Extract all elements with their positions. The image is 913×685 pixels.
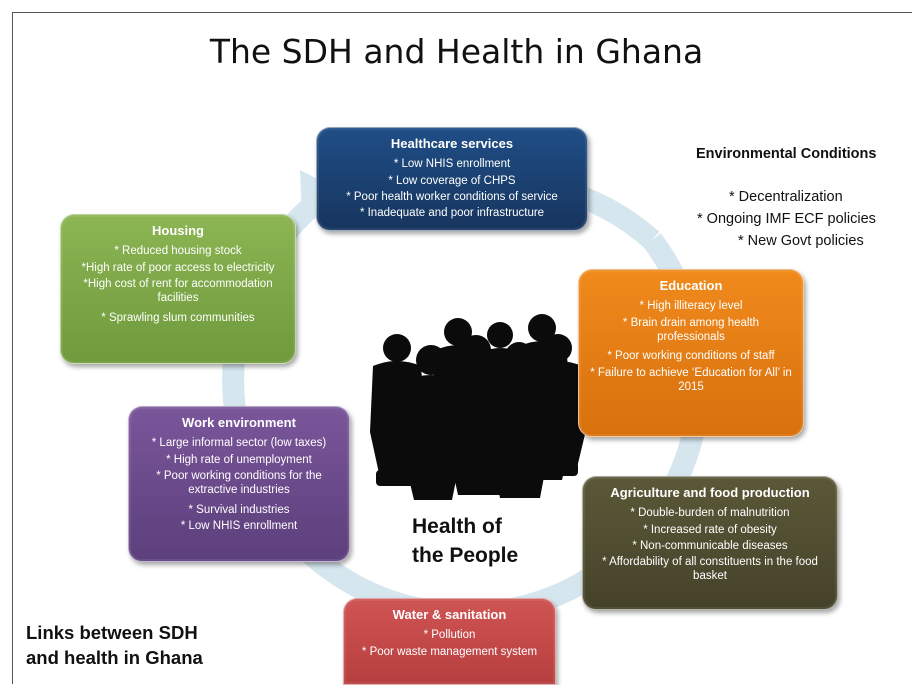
environment-item: * New Govt policies xyxy=(738,233,864,249)
box-item: * Poor waste management system xyxy=(361,645,538,658)
box-heading: Healthcare services xyxy=(390,136,514,151)
agriculture-food-box: Agriculture and food production * Double… xyxy=(582,476,838,610)
education-box: Education * High illiteracy level * Brai… xyxy=(578,269,804,437)
footer-caption: Links between SDH and health in Ghana xyxy=(26,621,203,671)
box-heading: Work environment xyxy=(182,415,296,430)
box-item: * Non-communicable diseases xyxy=(632,540,788,553)
center-label-line: the People xyxy=(412,543,519,567)
box-item: *High cost of rent for accommodation fac… xyxy=(83,278,273,304)
box-item: * Inadequate and poor infrastructure xyxy=(359,207,545,220)
people-silhouette-icon xyxy=(370,314,586,500)
water-sanitation-box: Water & sanitation * Pollution * Poor wa… xyxy=(343,598,556,685)
box-item: * Poor working conditions of staff xyxy=(607,350,775,363)
environment-item: * Ongoing IMF ECF policies xyxy=(697,211,876,227)
box-item: * Large informal sector (low taxes) xyxy=(151,437,327,450)
healthcare-services-box: Healthcare services * Low NHIS enrollmen… xyxy=(316,127,588,231)
box-item: * Affordability of all constituents in t… xyxy=(602,556,818,583)
footer-line: Links between SDH xyxy=(26,622,198,643)
box-item: *High rate of poor access to electricity xyxy=(81,261,275,274)
center-label-line: Health of xyxy=(412,515,502,538)
box-heading: Agriculture and food production xyxy=(610,485,810,500)
box-heading: Education xyxy=(659,278,723,293)
footer-line: and health in Ghana xyxy=(26,646,203,668)
box-item: * Increased rate of obesity xyxy=(643,523,777,536)
box-item: * Pollution xyxy=(423,629,476,642)
box-heading: Housing xyxy=(152,223,204,238)
box-item: * Failure to achieve ‘Education for All’… xyxy=(590,366,792,393)
health-of-people-label: Health of the People xyxy=(412,513,518,571)
work-environment-box: Work environment * Large informal sector… xyxy=(128,406,350,562)
box-item: * Survival industries xyxy=(188,503,290,516)
box-item: * Low NHIS enrollment xyxy=(180,520,298,533)
box-item: * Double-burden of malnutrition xyxy=(630,507,790,520)
environmental-conditions-heading: Environmental Conditions xyxy=(696,146,877,162)
box-item: * Low coverage of CHPS xyxy=(388,174,516,187)
box-item: * Reduced housing stock xyxy=(114,245,242,258)
box-item: * High rate of unemployment xyxy=(166,453,312,466)
box-item: * Brain drain among health professionals xyxy=(622,316,760,343)
box-heading: Water & sanitation xyxy=(392,607,507,622)
environment-item: * Decentralization xyxy=(729,189,843,205)
box-item: * Low NHIS enrollment xyxy=(393,158,511,171)
box-item: * Poor working conditions for the extrac… xyxy=(156,470,322,496)
box-item: * Sprawling slum communities xyxy=(101,311,255,324)
housing-box: Housing * Reduced housing stock *High ra… xyxy=(60,214,296,364)
page-title: The SDH and Health in Ghana xyxy=(209,32,704,71)
box-item: * Poor health worker conditions of servi… xyxy=(346,191,558,204)
box-item: * High illiteracy level xyxy=(639,300,743,313)
